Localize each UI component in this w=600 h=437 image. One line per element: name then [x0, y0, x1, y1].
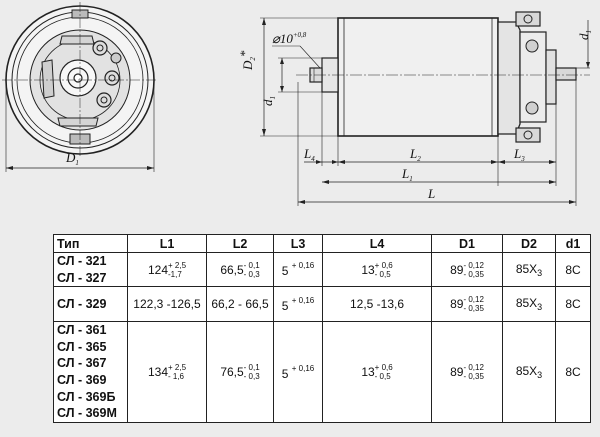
cell-d1: 8C: [555, 321, 591, 423]
col-D2: D2: [502, 234, 556, 253]
cell-L1: 122,3 -126,5: [127, 286, 207, 323]
label-L1: L1: [401, 166, 413, 183]
type-cell: СЛ - 361 СЛ - 365 СЛ - 367 СЛ - 369 СЛ -…: [53, 321, 128, 423]
cell-D1: 89- 0,12- 0,35: [431, 321, 503, 423]
table-row: СЛ - 361 СЛ - 365 СЛ - 367 СЛ - 369 СЛ -…: [53, 321, 591, 423]
label-d1-side: d1: [576, 30, 593, 40]
col-D1: D1: [431, 234, 503, 253]
label-d1-front: d1: [260, 96, 277, 106]
table-row: СЛ - 321 СЛ - 327 124+ 2,5-1,7 66,5- 0,1…: [53, 251, 591, 288]
motor-drawing: D1: [2, 2, 593, 206]
cell-d1: 8C: [555, 286, 591, 323]
cell-L4: 12,5 -13,6: [322, 286, 432, 323]
cell-L2: 66,5- 0,1- 0,3: [206, 251, 274, 288]
cell-L2: 66,2 - 66,5: [206, 286, 274, 323]
type-cell: СЛ - 321 СЛ - 327: [53, 251, 128, 288]
table-row: СЛ - 329 122,3 -126,5 66,2 - 66,5 5 + 0,…: [53, 286, 591, 323]
col-L3: L3: [273, 234, 323, 253]
col-L4: L4: [322, 234, 432, 253]
type-cell: СЛ - 329: [53, 286, 128, 323]
label-L4: L4: [303, 146, 315, 163]
label-L: L: [427, 186, 435, 201]
cell-d1: 8C: [555, 251, 591, 288]
spec-table: Тип L1 L2 L3 L4 D1 D2 d1 СЛ - 321 СЛ - 3…: [53, 234, 591, 423]
label-D1: D1: [65, 150, 79, 167]
cell-D1: 89- 0,12- 0,35: [431, 286, 503, 323]
cell-L3: 5 + 0,16: [273, 321, 323, 423]
col-d1: d1: [555, 234, 591, 253]
col-L1: L1: [127, 234, 207, 253]
cell-L3: 5 + 0,16: [273, 286, 323, 323]
header-row: Тип L1 L2 L3 L4 D1 D2 d1: [53, 234, 591, 253]
cell-L1: 124+ 2,5-1,7: [127, 251, 207, 288]
label-L3: L3: [513, 146, 525, 163]
label-L2: L2: [409, 146, 421, 163]
cell-D2: 85X3: [502, 321, 556, 423]
cell-L2: 76,5- 0,1- 0,3: [206, 321, 274, 423]
cell-D1: 89- 0,12- 0,35: [431, 251, 503, 288]
cell-L3: 5 + 0,16: [273, 251, 323, 288]
cell-D2: 85X3: [502, 251, 556, 288]
side-view: [260, 11, 590, 206]
cell-D2: 85X3: [502, 286, 556, 323]
cell-L4: 13+ 0,6- 0,5: [322, 251, 432, 288]
label-D2: D2*: [237, 50, 257, 71]
label-bore: ⌀10+0,8: [272, 31, 307, 46]
cell-L4: 13+ 0,6- 0,5: [322, 321, 432, 423]
cell-L1: 134+ 2,5- 1,6: [127, 321, 207, 423]
col-L2: L2: [206, 234, 274, 253]
end-view: [2, 2, 158, 172]
col-type: Тип: [53, 234, 128, 253]
